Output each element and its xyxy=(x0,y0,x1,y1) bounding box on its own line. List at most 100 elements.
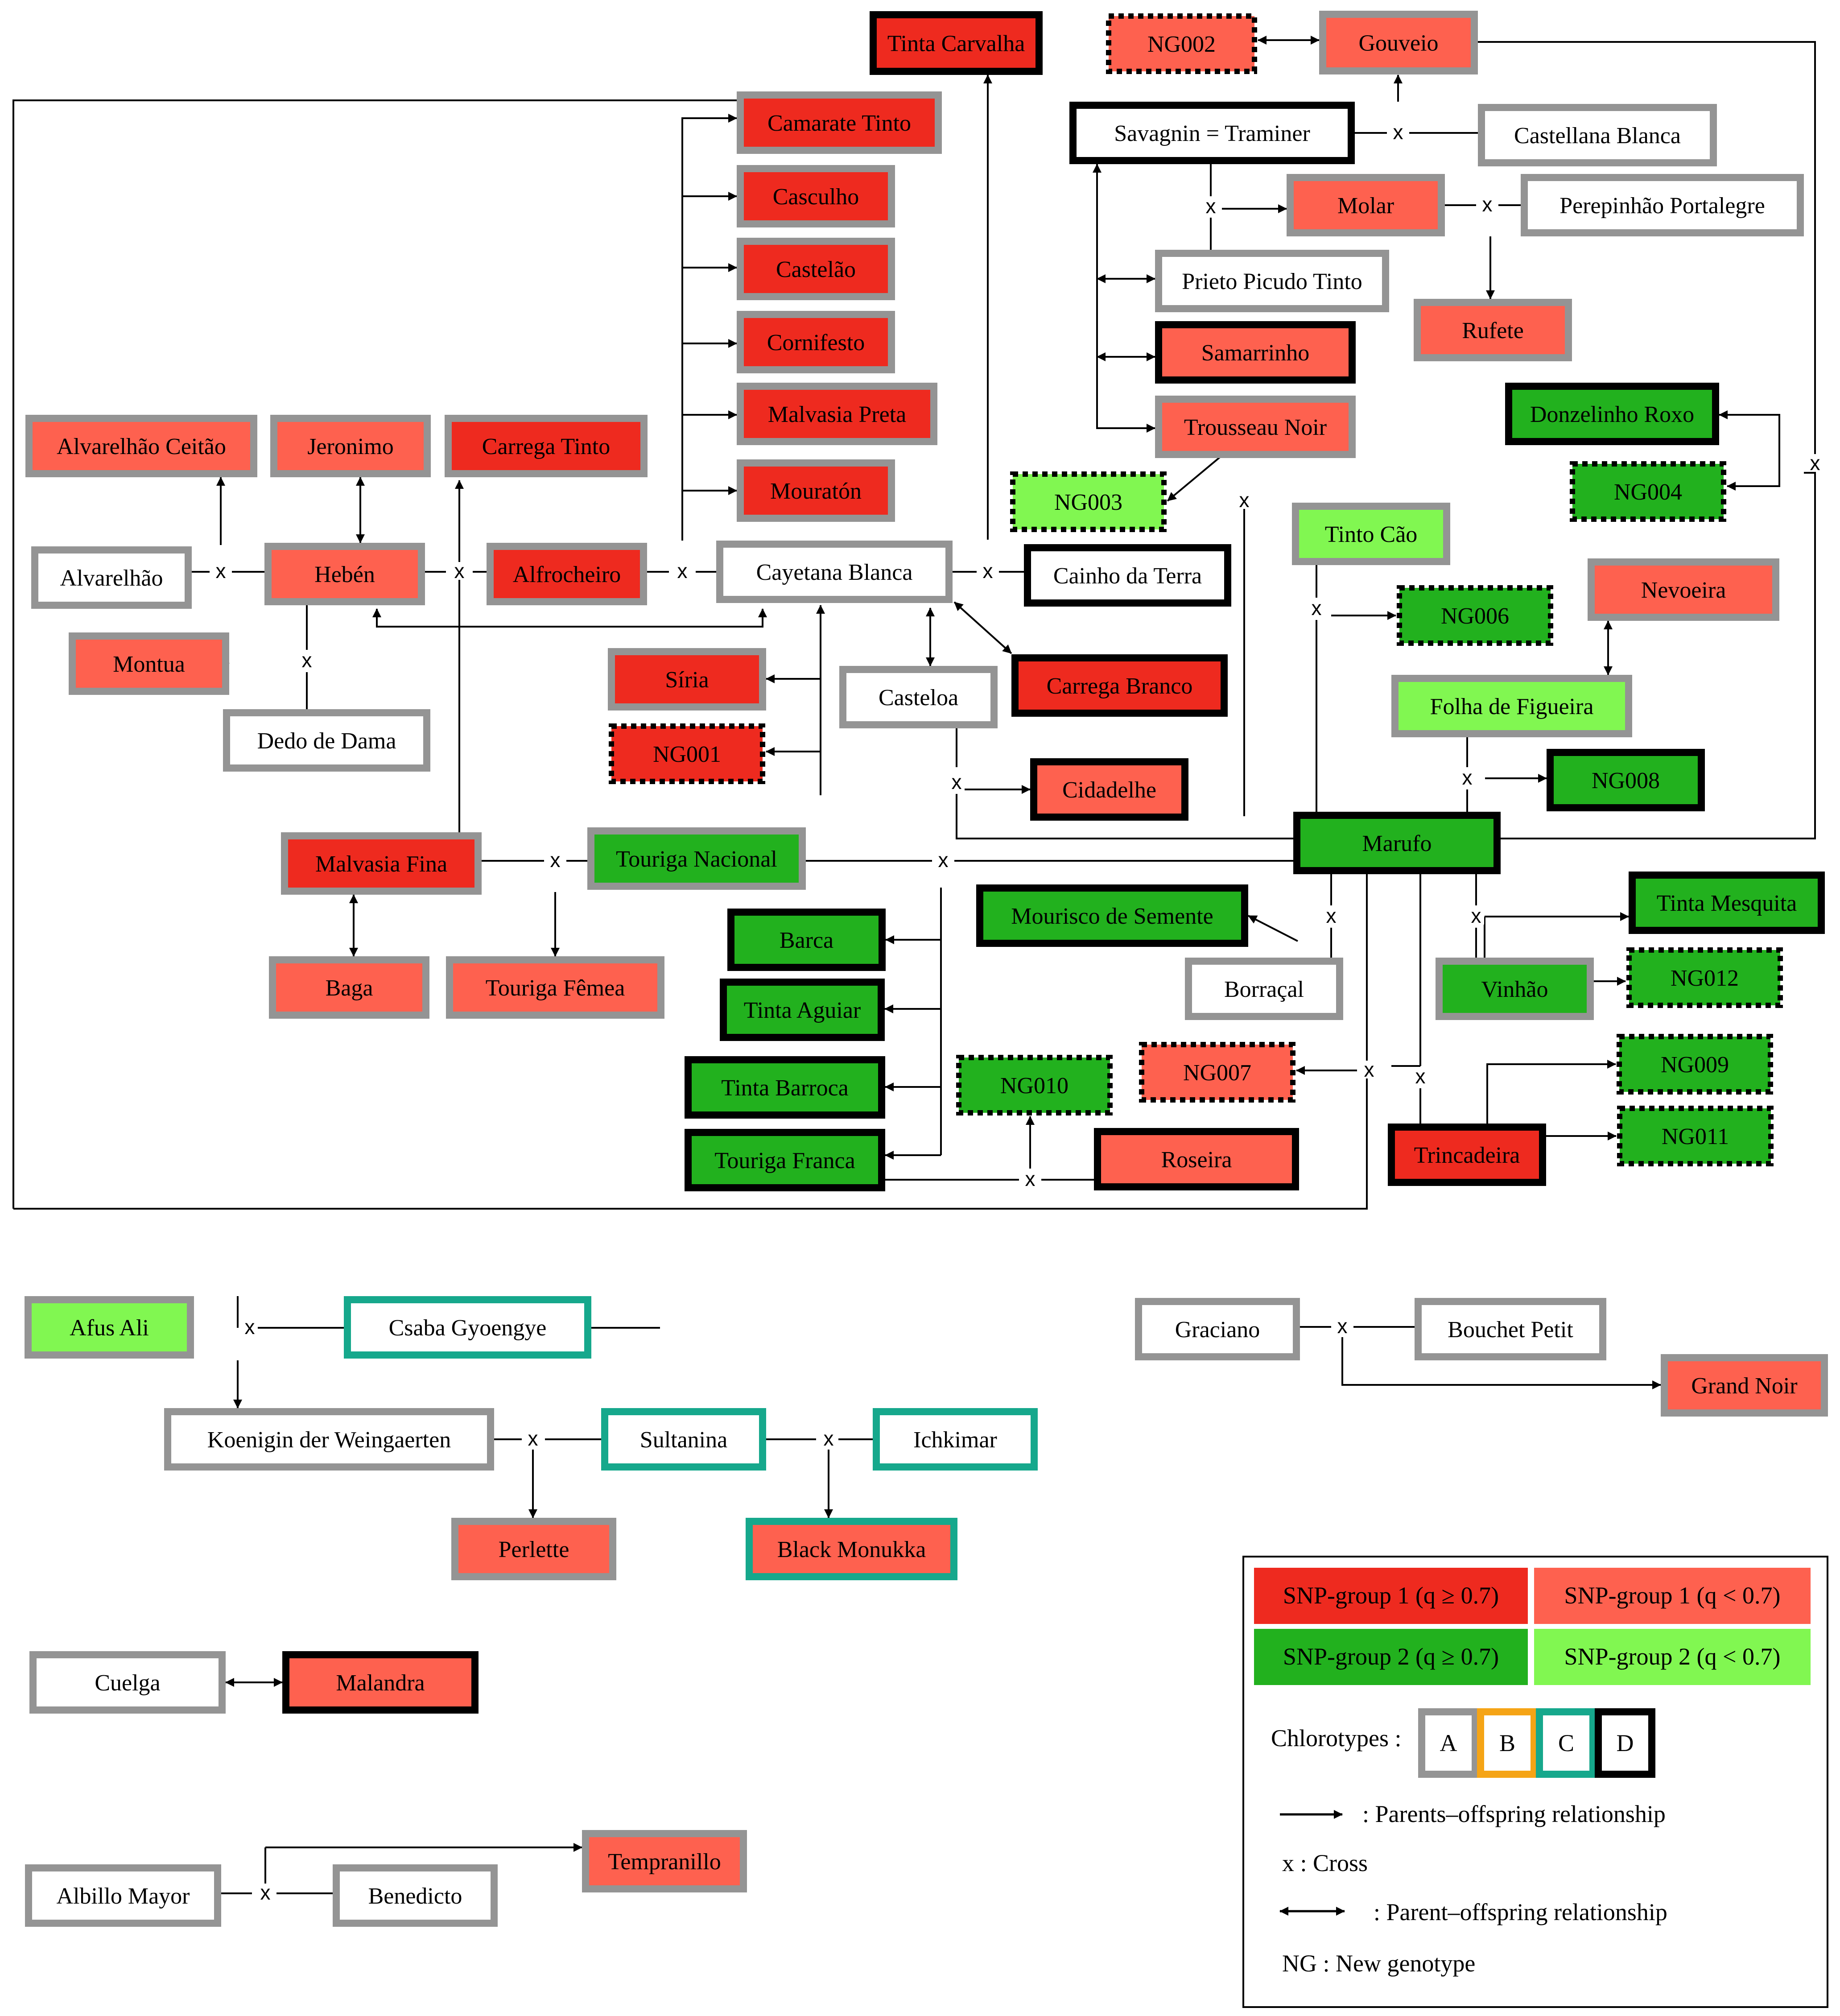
node-siria: Síria xyxy=(608,648,766,711)
node-box xyxy=(1547,749,1705,811)
cross-symbol: x xyxy=(1312,596,1322,620)
parents-offspring-arrow xyxy=(681,114,737,541)
node-ng010: NG010 xyxy=(956,1055,1113,1115)
cross-symbol: x xyxy=(1326,904,1337,927)
node-carrega-branco: Carrega Branco xyxy=(1011,654,1228,717)
node-cidadelhe: Cidadelhe xyxy=(1030,758,1188,821)
node-label: Cuelga xyxy=(95,1670,160,1696)
node-box xyxy=(1415,1298,1606,1360)
parents-offspring-arrow xyxy=(1486,1060,1616,1084)
node-label: Alfrocheiro xyxy=(513,562,621,587)
node-nevoeira: Nevoeira xyxy=(1588,558,1779,621)
node-label: Casteloa xyxy=(879,685,958,711)
node-dedo: Dedo de Dama xyxy=(223,709,430,772)
legend-chlorotype-b xyxy=(1477,1708,1538,1778)
node-cuelga: Cuelga xyxy=(29,1651,226,1714)
cross-symbol: x xyxy=(1810,451,1820,475)
cross-symbol-background xyxy=(1390,123,1406,141)
legend-parents-offspring-label: : Parents–offspring relationship xyxy=(1362,1801,1666,1827)
node-prieto-picudo: Prieto Picudo Tinto xyxy=(1155,250,1389,312)
node-label: Casculho xyxy=(773,184,859,210)
node-perlette: Perlette xyxy=(451,1518,616,1580)
node-camarate-tinto: Camarate Tinto xyxy=(737,91,942,154)
node-csaba: Csaba Gyoengye xyxy=(344,1296,591,1359)
node-label: NG006 xyxy=(1441,603,1509,629)
node-box xyxy=(1570,461,1726,522)
cross-connector-line xyxy=(956,794,1293,839)
node-malvasia-fina: Malvasia Fina xyxy=(281,832,482,895)
node-ng012: NG012 xyxy=(1626,947,1783,1008)
cross-symbol-background xyxy=(1022,1170,1038,1188)
node-rufete: Rufete xyxy=(1414,299,1572,361)
node-box xyxy=(1155,250,1389,312)
node-box xyxy=(281,832,482,895)
legend-swatch-snp2-low xyxy=(1534,1629,1811,1685)
cross-symbol: x xyxy=(983,559,993,582)
node-box xyxy=(720,979,885,1041)
node-box xyxy=(1292,503,1450,565)
node-box xyxy=(446,956,664,1019)
legend-chlorotype-d xyxy=(1595,1708,1655,1778)
node-touriga-nacional: Touriga Nacional xyxy=(587,827,806,890)
node-box xyxy=(608,648,766,711)
node-label: Benedicto xyxy=(368,1884,462,1909)
node-label: Touriga Fêmea xyxy=(486,975,625,1001)
node-label: Castellana Blanca xyxy=(1514,123,1681,149)
node-label: Trincadeira xyxy=(1414,1143,1520,1168)
node-box xyxy=(737,91,942,154)
cross-symbol-background xyxy=(980,562,996,580)
node-grand-noir: Grand Noir xyxy=(1661,1354,1828,1417)
node-label: Tempranillo xyxy=(608,1849,721,1875)
node-box xyxy=(451,1518,616,1580)
node-label: Castelão xyxy=(776,257,856,282)
node-label: Trousseau Noir xyxy=(1184,415,1327,440)
node-box xyxy=(1139,1042,1295,1103)
cross-symbol: x xyxy=(824,1427,834,1450)
node-label: Perepinhão Portalegre xyxy=(1559,193,1765,219)
node-label: NG002 xyxy=(1147,32,1216,57)
node-sultanina: Sultanina xyxy=(601,1408,766,1471)
node-barca: Barca xyxy=(727,909,886,971)
node-label: Barca xyxy=(780,928,833,953)
node-label: Baga xyxy=(326,975,373,1001)
cross-symbol-background xyxy=(257,1884,273,1901)
node-box xyxy=(1436,958,1594,1020)
node-box xyxy=(1414,299,1572,361)
node-jeronimo: Jeronimo xyxy=(270,415,431,477)
node-box xyxy=(737,459,895,522)
node-box xyxy=(223,709,430,772)
node-trousseau: Trousseau Noir xyxy=(1155,396,1356,458)
node-label: Roseira xyxy=(1161,1147,1232,1173)
node-label: Grand Noir xyxy=(1691,1373,1797,1399)
node-folha: Folha de Figueira xyxy=(1391,675,1632,737)
legend-snp1-high-label: SNP-group 1 (q ≥ 0.7) xyxy=(1283,1582,1499,1609)
node-box xyxy=(1185,958,1343,1020)
node-baga: Baga xyxy=(269,956,429,1019)
node-trincadeira: Trincadeira xyxy=(1388,1124,1546,1186)
node-box xyxy=(737,165,895,227)
node-box xyxy=(1024,544,1231,607)
cross-symbol: x xyxy=(454,559,465,582)
node-label: Mouratón xyxy=(770,479,862,504)
node-label: NG011 xyxy=(1662,1124,1729,1149)
node-molar: Molar xyxy=(1287,174,1445,236)
node-carrega-tinto: Carrega Tinto xyxy=(445,415,648,477)
node-ichkimar: Ichkimar xyxy=(873,1408,1038,1471)
node-box xyxy=(737,238,895,300)
node-label: Cidadelhe xyxy=(1062,777,1156,803)
cross-symbol: x xyxy=(1471,904,1481,927)
node-roseira: Roseira xyxy=(1094,1128,1299,1190)
node-box xyxy=(69,632,229,695)
node-label: Malvasia Fina xyxy=(315,851,447,877)
node-benedicto: Benedicto xyxy=(333,1864,498,1927)
cross-symbol-background xyxy=(1412,1067,1428,1085)
cross-symbol: x xyxy=(1415,1065,1426,1088)
node-label: Carrega Tinto xyxy=(482,434,610,459)
legend-snp1-low-label: SNP-group 1 (q < 0.7) xyxy=(1564,1582,1781,1609)
cross-connector-line xyxy=(1478,41,1816,839)
node-box xyxy=(609,723,765,784)
node-label: Graciano xyxy=(1175,1317,1260,1343)
cross-symbol: x xyxy=(528,1427,538,1450)
node-tinta-barroca: Tinta Barroca xyxy=(685,1056,885,1119)
